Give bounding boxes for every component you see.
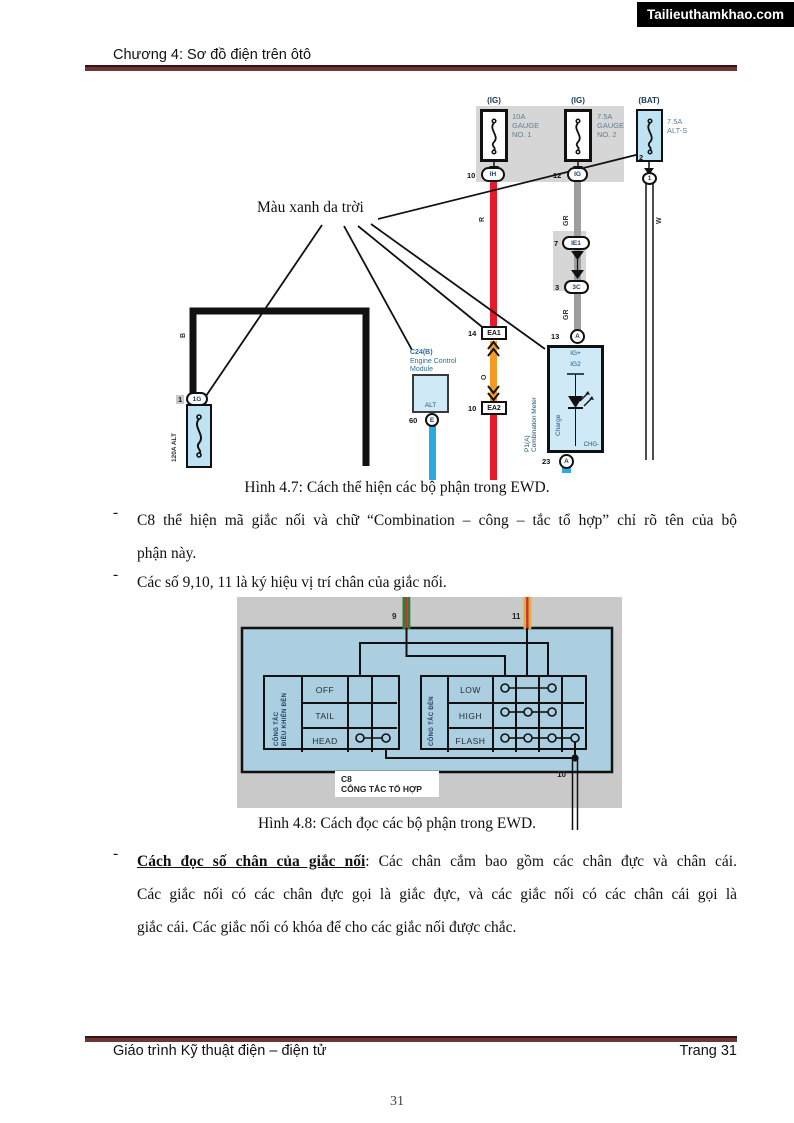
row-head: HEAD <box>301 727 347 752</box>
meter-pin-top: IG+ <box>570 350 581 357</box>
wire-label-gr-lower: GR <box>563 309 570 321</box>
figure2-caption: Hình 4.8: Cách đọc các bộ phận trong EWD… <box>257 815 537 832</box>
meter-side-label: P1(A) Combination Meter <box>524 397 538 452</box>
conn-23a-num: 23 <box>542 457 551 466</box>
fuse-bat-rating: 7.5A ALT-S <box>667 117 688 135</box>
footer-left: Giáo trình Kỹ thuật điện – điện tử <box>113 1043 327 1059</box>
ecm-label: C24(B) Engine Control Module <box>410 349 457 373</box>
row-low: LOW <box>447 677 492 702</box>
bat-arrow <box>644 168 654 175</box>
fuse-ig1-label: (IG) <box>487 96 501 105</box>
conn-ie1: IE1 <box>562 236 590 250</box>
bullet1-text: C8 thể hiện mã giắc nối và chữ “Combinat… <box>137 512 737 562</box>
charge-lamp-icon <box>567 373 594 446</box>
conn-60e-num: 60 <box>409 416 418 425</box>
conn-13a: A <box>570 329 585 344</box>
bullet1-dash: - <box>113 504 119 521</box>
bullet3-lead: Cách đọc số chân của giắc nối <box>137 853 366 870</box>
wire-label-w: W <box>656 217 663 224</box>
bullet2-dash: - <box>113 566 119 583</box>
wire-label-gr-upper: GR <box>563 215 570 227</box>
ecm-box: ALT <box>412 374 449 413</box>
conn-ea2: EA2 <box>481 401 507 415</box>
fig2-internal-wires <box>359 628 576 759</box>
conn-ea2-num: 10 <box>468 404 477 413</box>
watermark-badge: Tailieuthamkhao.com <box>636 2 794 27</box>
wire-label-o: O <box>481 374 488 380</box>
conn-1g-num: 1 <box>176 395 185 404</box>
conn-ih-num: 10 <box>467 171 476 180</box>
right-switch-label: CÔNG TẮC ĐÈN <box>429 696 435 746</box>
fuse-icon <box>196 414 202 458</box>
fuse-bat <box>636 109 663 162</box>
link-arrow-1 <box>571 251 584 260</box>
conn-60e: E <box>425 413 439 427</box>
header-rule <box>85 65 737 71</box>
bullet3-dash: - <box>113 845 119 862</box>
fuse-icon <box>491 117 497 155</box>
bullet3-text: Cách đọc số chân của giắc nối: Các chân … <box>137 853 737 936</box>
fuse-ig2-rating: 7.5A GAUGE NO. 2 <box>597 112 625 139</box>
orange-arrow-bottom <box>487 385 500 402</box>
connector-tag-c8: C8 CÔNG TẮC TỔ HỢP <box>335 771 439 797</box>
fuse-icon <box>646 117 653 155</box>
footer-rule <box>85 1036 737 1042</box>
annotation-pointer-lines <box>205 151 649 397</box>
conn-bat1: 1 <box>642 172 657 185</box>
orange-arrow-top <box>487 340 500 357</box>
watermark-text: Tailieuthamkhao.com <box>646 7 784 22</box>
ecm-pin: ALT <box>424 402 437 409</box>
fuse-ig1-rating: 10A GAUGE NO. 1 <box>512 112 540 139</box>
conn-3c-num: 3 <box>555 283 560 292</box>
tag-name: CÔNG TẮC TỔ HỢP <box>341 784 422 794</box>
row-high: HIGH <box>447 702 492 727</box>
footer-right: Trang 31 <box>679 1043 738 1059</box>
row-flash: FLASH <box>447 727 492 752</box>
link-arrow-2 <box>571 270 584 279</box>
conn-ea1: EA1 <box>481 326 507 340</box>
light-control-switch-table: OFF TAIL HEAD <box>263 675 400 752</box>
conn-ih: IH <box>481 167 505 182</box>
meter-ig2: IG2 <box>570 361 581 368</box>
cyan-wire-ecm <box>429 423 436 480</box>
page-number: 31 <box>390 1094 404 1109</box>
fuse-ig2 <box>564 109 592 162</box>
conn-ig: IG <box>567 167 588 182</box>
red-wire-lower <box>490 414 497 480</box>
combination-meter-box: IG+ IG2 Charge CHG- <box>547 345 604 453</box>
tag-code: C8 <box>341 774 352 784</box>
switch-contacts <box>355 683 580 743</box>
b-wire <box>189 307 370 466</box>
conn-bat2-num: 2 <box>639 153 644 162</box>
wire-label-b: B <box>180 332 187 338</box>
fuse-alt <box>186 404 212 468</box>
fuse-bat-label: (BAT) <box>638 96 660 105</box>
row-tail: TAIL <box>301 702 347 727</box>
pin11-label: 11 <box>512 612 521 621</box>
fuse-icon <box>575 117 581 155</box>
headlight-switch-table: LOW HIGH FLASH <box>420 675 587 752</box>
figure1-caption: Hình 4.7: Cách thể hiện các bộ phận tron… <box>244 479 550 496</box>
meter-pin-bottom: CHG- <box>583 442 599 448</box>
wire-label-r: R <box>479 216 486 222</box>
conn-23a: A <box>559 454 574 469</box>
orange-wire <box>490 341 497 401</box>
meter-charge-label: Charge <box>555 414 562 436</box>
page-title: Chương 4: Sơ đồ điện trên ôtô <box>113 47 312 63</box>
left-switch-label: CÔNG TẮC ĐIỀU KHIỂN ĐÈN <box>274 692 288 746</box>
pin9-label: 9 <box>392 612 397 621</box>
conn-3c: 3C <box>564 280 589 294</box>
row-off: OFF <box>301 677 347 702</box>
conn-ig-num: 12 <box>553 171 562 180</box>
bullet2-text: Các số 9,10, 11 là ký hiệu vị trí chân c… <box>137 574 447 591</box>
annotation-sky-blue: Màu xanh da trời <box>257 199 364 216</box>
conn-ea1-num: 14 <box>468 329 477 338</box>
fuse-alt-label: 120A ALT <box>171 432 178 462</box>
fuse-ig2-label: (IG) <box>571 96 585 105</box>
conn-13a-num: 13 <box>551 332 560 341</box>
conn-ie1-num: 7 <box>554 239 559 248</box>
red-wire-upper <box>490 181 497 327</box>
fuse-ig1 <box>480 109 508 162</box>
pin10-label: 10 <box>557 770 566 779</box>
